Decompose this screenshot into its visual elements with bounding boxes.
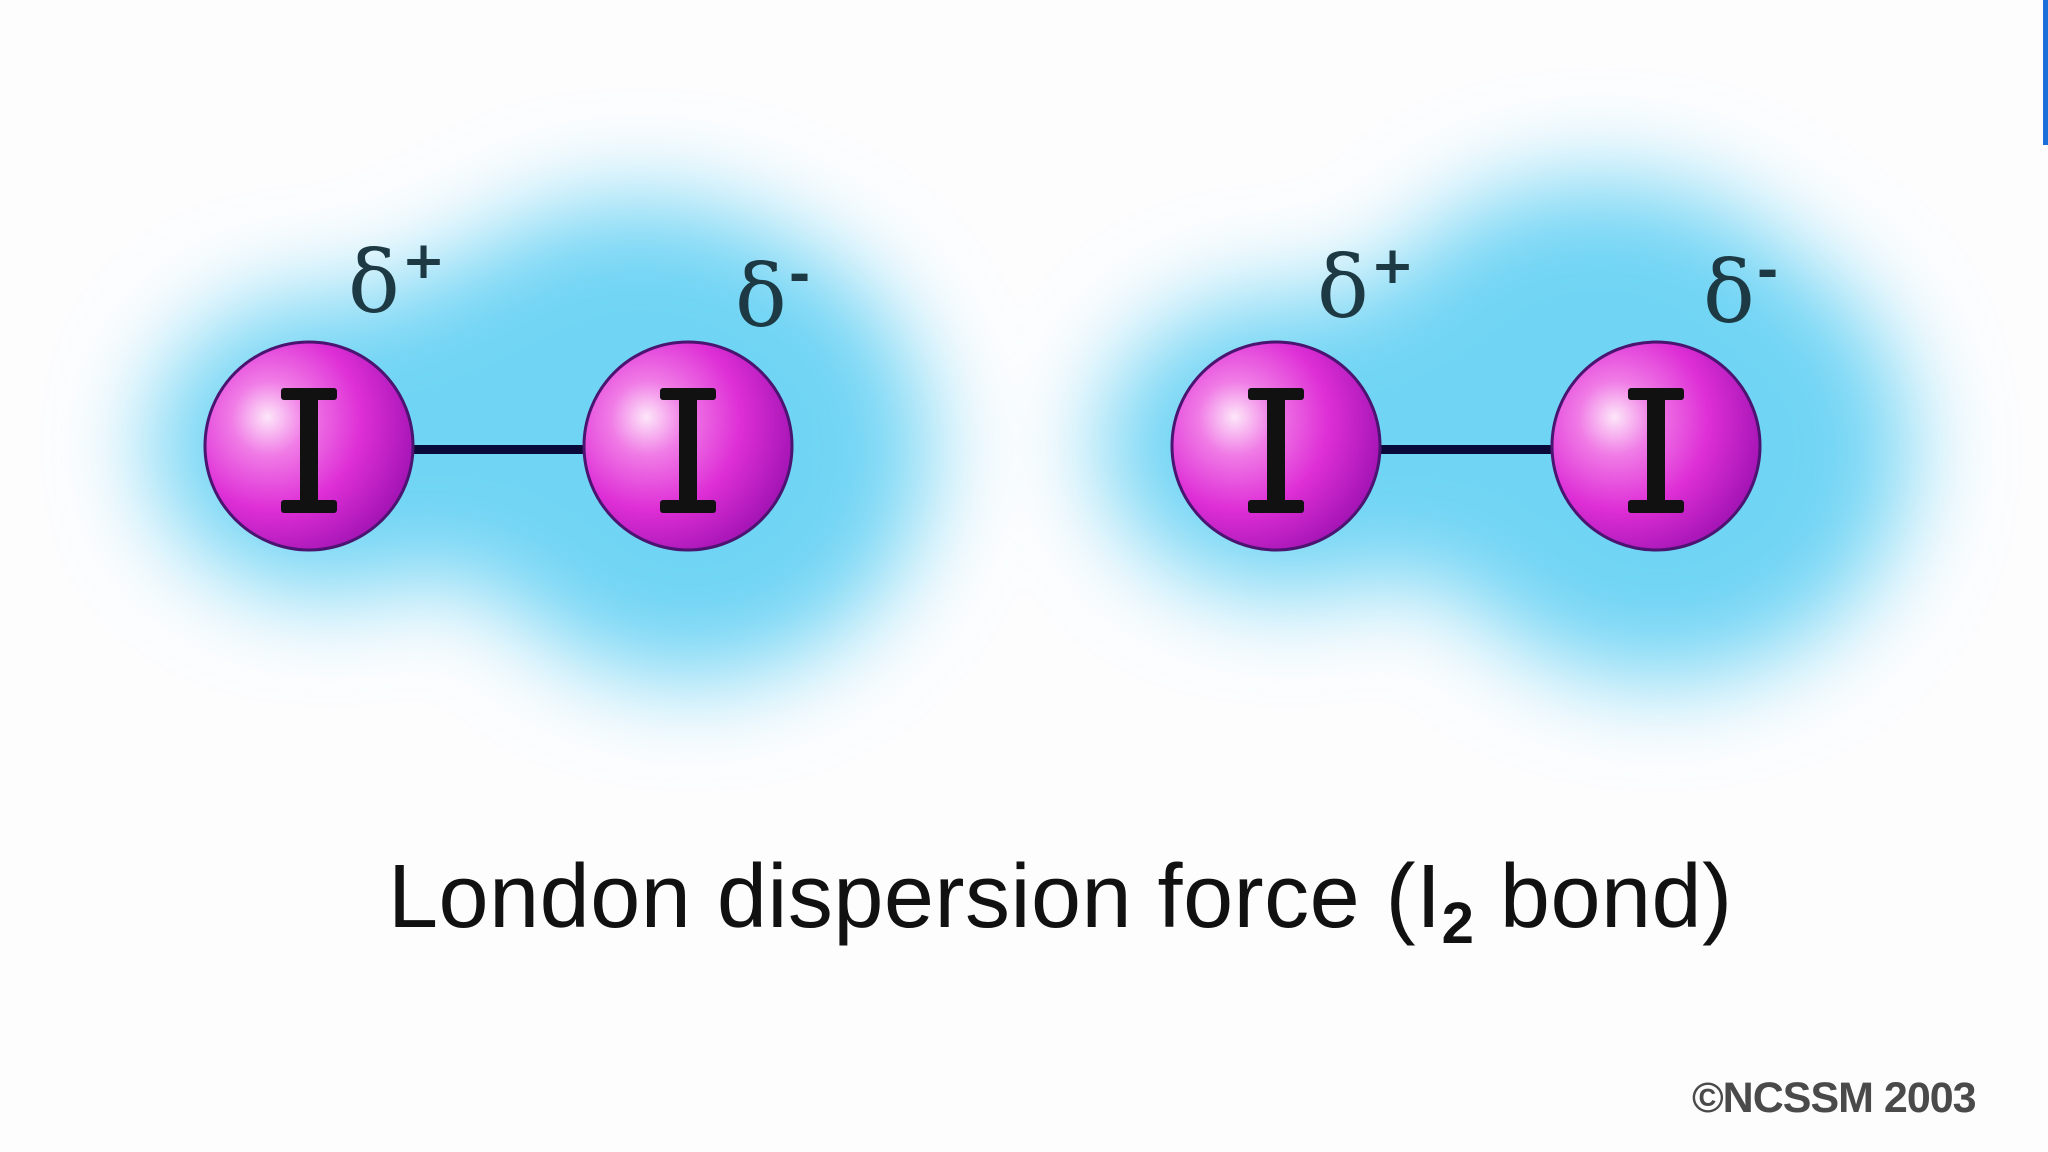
- bond-2: [1376, 445, 1556, 454]
- plus-sign: +: [401, 231, 446, 291]
- minus-sign: -: [1756, 241, 1779, 301]
- delta-symbol: δ: [348, 233, 400, 333]
- bond-1: [410, 445, 586, 454]
- caption-subscript: 2: [1441, 891, 1475, 956]
- partial-charge-positive-1: δ+: [348, 231, 445, 338]
- delta-symbol: δ: [1703, 243, 1755, 343]
- atom-iodine-1: [203, 340, 415, 552]
- diagram-caption: London dispersion force (I2 bond): [388, 842, 1732, 953]
- delta-symbol: δ: [735, 247, 787, 347]
- caption-prefix: London dispersion force (I: [388, 847, 1442, 947]
- partial-charge-positive-2: δ+: [1317, 236, 1414, 343]
- atom-iodine-4: [1550, 340, 1762, 552]
- partial-charge-negative-2: δ-: [1703, 241, 1778, 348]
- edge-accent-bar: [2043, 0, 2048, 145]
- molecule-1: [203, 340, 794, 552]
- minus-sign: -: [788, 245, 811, 305]
- atom-iodine-2: [582, 340, 794, 552]
- partial-charge-negative-1: δ-: [735, 245, 810, 352]
- caption-suffix: bond): [1474, 847, 1733, 947]
- molecule-2: [1170, 340, 1762, 552]
- plus-sign: +: [1370, 236, 1415, 296]
- delta-symbol: δ: [1317, 238, 1369, 338]
- atom-iodine-3: [1170, 340, 1382, 552]
- copyright-notice: ©NCSSM 2003: [1692, 1074, 1977, 1122]
